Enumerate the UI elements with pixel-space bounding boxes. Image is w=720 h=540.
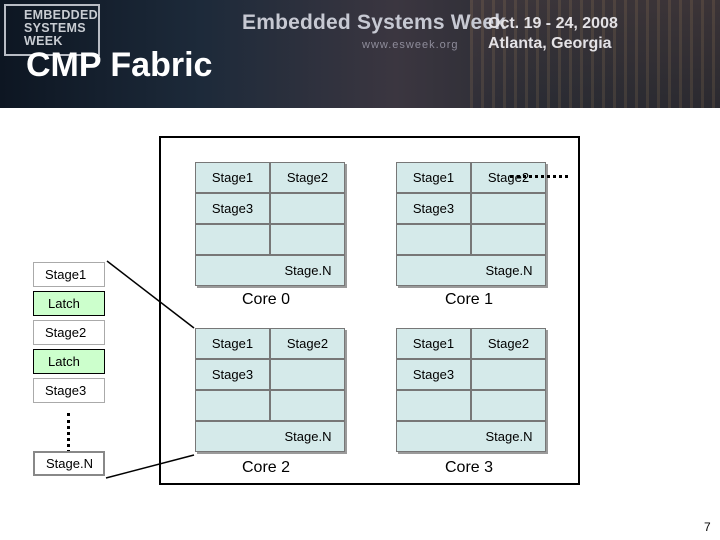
core-label: Core 3 (445, 459, 494, 476)
empty-cell (471, 359, 546, 390)
city-skyline-image (470, 0, 720, 108)
empty-cell (471, 224, 546, 255)
core-label: Core 0 (242, 291, 291, 308)
core-label: Core 1 (445, 291, 494, 308)
header-banner: EMBEDDED SYSTEMS WEEK Embedded Systems W… (0, 0, 720, 108)
pipeline-stage3: Stage3 (33, 378, 105, 403)
logo-line: WEEK (24, 34, 63, 48)
pipeline-stage1: Stage1 (33, 262, 105, 287)
stage-cell: Stage3 (195, 359, 270, 390)
zoom-line-bottom (105, 454, 195, 479)
stage-cell-wide: Stage.N (195, 255, 345, 286)
stage-cell: Stage3 (195, 193, 270, 224)
pipeline-latch: Latch (33, 349, 105, 374)
stage-cell: Stage2 (270, 162, 345, 193)
event-url: www.esweek.org (362, 39, 459, 51)
stage-cell: Stage2 (270, 328, 345, 359)
empty-cell (471, 193, 546, 224)
logo-line: SYSTEMS (24, 21, 86, 35)
empty-cell (270, 224, 345, 255)
zoom-line-top (106, 260, 195, 329)
stage-cell-wide: Stage.N (396, 421, 546, 452)
stage-cell: Stage2 (471, 328, 546, 359)
stage-cell: Stage1 (195, 328, 270, 359)
event-logo: EMBEDDED SYSTEMS WEEK (4, 4, 100, 56)
stage-cell-wide: Stage.N (396, 255, 546, 286)
event-date: Oct. 19 - 24, 2008 (488, 15, 618, 32)
pipeline-stageN: Stage.N (33, 451, 105, 476)
pipeline-stage2: Stage2 (33, 320, 105, 345)
empty-cell (195, 390, 270, 421)
event-place: Atlanta, Georgia (488, 35, 612, 52)
page-number: 7 (704, 520, 711, 534)
empty-cell (270, 390, 345, 421)
slide-title: CMP Fabric (26, 46, 213, 84)
pipeline-latch: Latch (33, 291, 105, 316)
empty-cell (270, 193, 345, 224)
dotted-connector (67, 413, 70, 453)
empty-cell (471, 390, 546, 421)
stage-cell: Stage1 (195, 162, 270, 193)
stage-cell: Stage3 (396, 193, 471, 224)
stage-cell-wide: Stage.N (195, 421, 345, 452)
core-label: Core 2 (242, 459, 291, 476)
stage-cell: Stage1 (396, 162, 471, 193)
empty-cell (396, 390, 471, 421)
empty-cell (195, 224, 270, 255)
empty-cell (270, 359, 345, 390)
dotted-connector (510, 175, 568, 178)
stage-cell: Stage1 (396, 328, 471, 359)
stage-cell: Stage3 (396, 359, 471, 390)
empty-cell (396, 224, 471, 255)
logo-line: EMBEDDED (24, 8, 98, 22)
event-name: Embedded Systems Week (242, 11, 507, 34)
